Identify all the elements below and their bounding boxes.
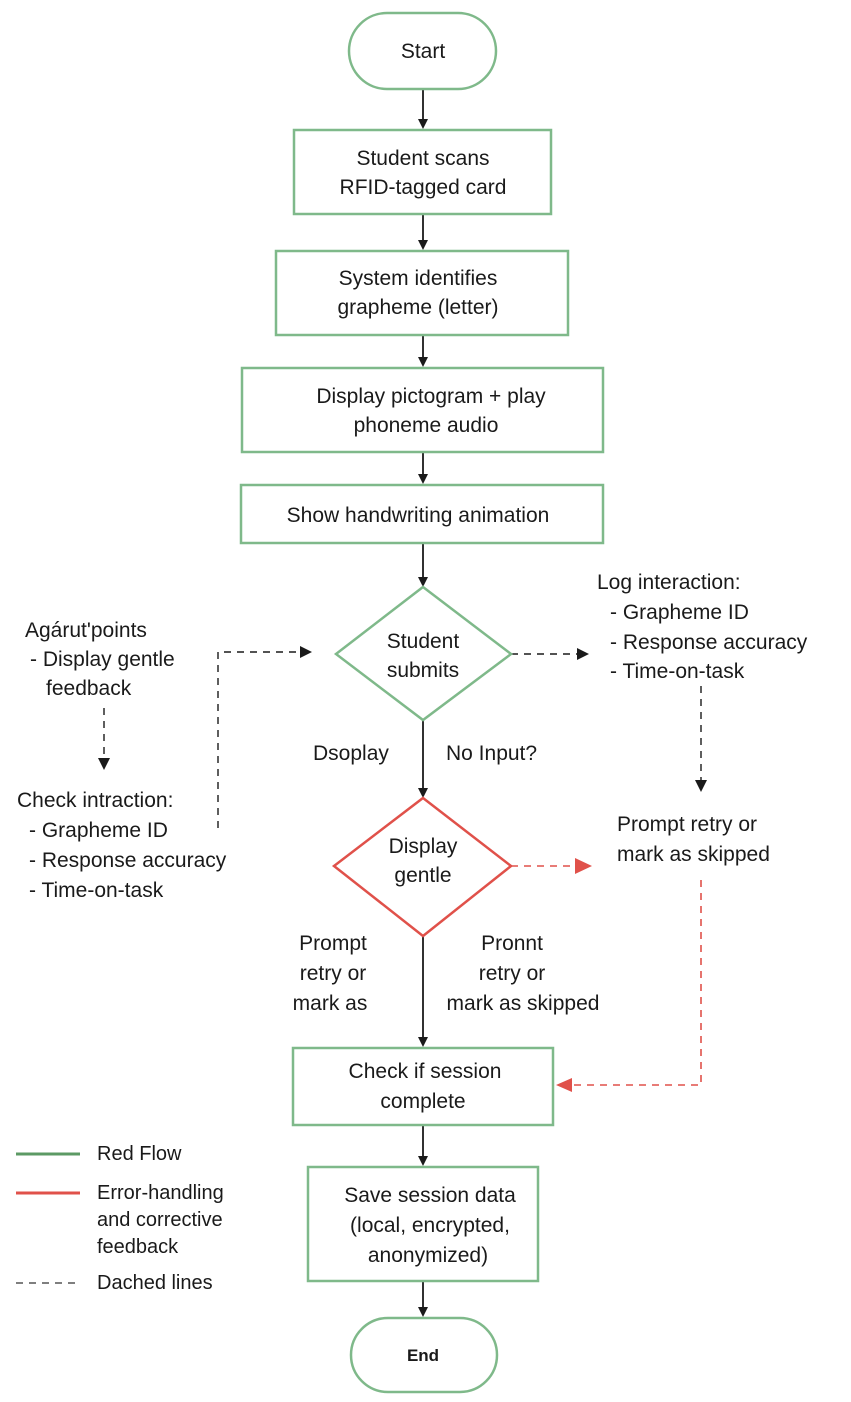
display-node: Display pictogram + play phoneme audio (240, 366, 605, 454)
red-arrowhead-check (556, 1078, 572, 1092)
check-line-1: Check if session (349, 1060, 502, 1083)
right-mid-line-1: Prompt retry or (617, 813, 757, 836)
check-line-2: complete (380, 1090, 465, 1113)
gentle-line-1: Display (389, 835, 458, 858)
submits-line-2: submits (387, 659, 459, 682)
dashed-connectors (98, 646, 707, 828)
save-line-3: anonymized) (368, 1244, 488, 1267)
red-dashed-prompt-to-check (572, 880, 702, 1086)
left-bottom-line-2: - Response accuracy (29, 849, 227, 872)
dashed-log-arrowhead (577, 648, 589, 660)
save-line-1: Save session data (344, 1184, 516, 1207)
edge-labels: Dsoplay No Input? Prompt retry or mark a… (293, 742, 600, 1015)
edge-label-display: Dsoplay (313, 742, 389, 765)
left-bottom-line-1: - Grapheme ID (29, 819, 168, 842)
display-line-2: phoneme audio (354, 414, 499, 437)
scan-node: Student scans RFID-tagged card (292, 128, 553, 216)
gentle-decision: Display gentle (331, 796, 514, 938)
gentle-line-2: gentle (394, 864, 451, 887)
handwriting-label: Show handwriting animation (287, 504, 550, 527)
submits-decision: Student submits (333, 585, 514, 722)
handwriting-node: Show handwriting animation (239, 483, 605, 545)
edge-label-prompt-left-2: retry or (300, 962, 367, 985)
save-line-2: (local, encrypted, (350, 1214, 510, 1237)
edge-label-prompt-right-2: retry or (479, 962, 546, 985)
edge-label-prompt-left-3: mark as (293, 992, 368, 1015)
left-bottom-note: Check intraction: - Grapheme ID - Respon… (17, 789, 227, 902)
left-top-line-2: feedback (46, 677, 132, 700)
edge-label-prompt-left-1: Prompt (299, 932, 367, 955)
left-top-note: Agárut'points - Display gentle feedback (25, 619, 175, 700)
dashed-left-arrowhead (300, 646, 312, 658)
right-top-note: Log interaction: - Grapheme ID - Respons… (597, 571, 808, 683)
legend-label-error-2: and corrective (97, 1209, 223, 1231)
display-line-1: Display pictogram + play (316, 385, 546, 408)
identify-line-1: System identifies (339, 267, 498, 290)
right-mid-line-2: mark as skipped (617, 843, 770, 866)
dashed-left-down-arrowhead (98, 758, 110, 770)
check-node: Check if session complete (291, 1046, 555, 1127)
left-bottom-line-3: - Time-on-task (29, 879, 164, 902)
start-node: Start (347, 11, 498, 91)
scan-line-1: Student scans (356, 147, 489, 170)
legend: Red Flow Error-handling and corrective f… (16, 1143, 224, 1294)
legend-label-dashed: Dached lines (97, 1272, 213, 1294)
right-top-line-3: - Time-on-task (610, 660, 745, 683)
right-mid-note: Prompt retry or mark as skipped (617, 813, 770, 866)
submits-line-1: Student (387, 630, 460, 653)
right-top-title: Log interaction: (597, 571, 741, 594)
edge-label-prompt-right-3: mark as skipped (447, 992, 600, 1015)
end-label: End (407, 1346, 439, 1365)
legend-label-flow: Red Flow (97, 1143, 182, 1165)
edge-label-no-input: No Input? (446, 742, 537, 765)
save-node: Save session data (local, encrypted, ano… (306, 1165, 540, 1283)
dashed-left-to-submits (217, 651, 310, 828)
error-connectors (511, 858, 702, 1092)
end-node: End (349, 1316, 499, 1394)
left-bottom-title: Check intraction: (17, 789, 173, 812)
legend-label-error-3: feedback (97, 1236, 179, 1258)
identify-node: System identifies grapheme (letter) (274, 249, 570, 337)
dashed-right-down-arrowhead (695, 780, 707, 792)
right-top-line-1: - Grapheme ID (610, 601, 749, 624)
left-top-line-1: - Display gentle (30, 648, 175, 671)
edge-label-prompt-right-1: Pronnt (481, 932, 543, 955)
scan-line-2: RFID-tagged card (340, 176, 507, 199)
right-top-line-2: - Response accuracy (610, 631, 808, 654)
start-label: Start (401, 40, 446, 63)
red-arrowhead-prompt (575, 858, 592, 874)
left-top-title: Agárut'points (25, 619, 147, 642)
identify-line-2: grapheme (letter) (337, 296, 498, 319)
legend-label-error-1: Error-handling (97, 1182, 224, 1204)
